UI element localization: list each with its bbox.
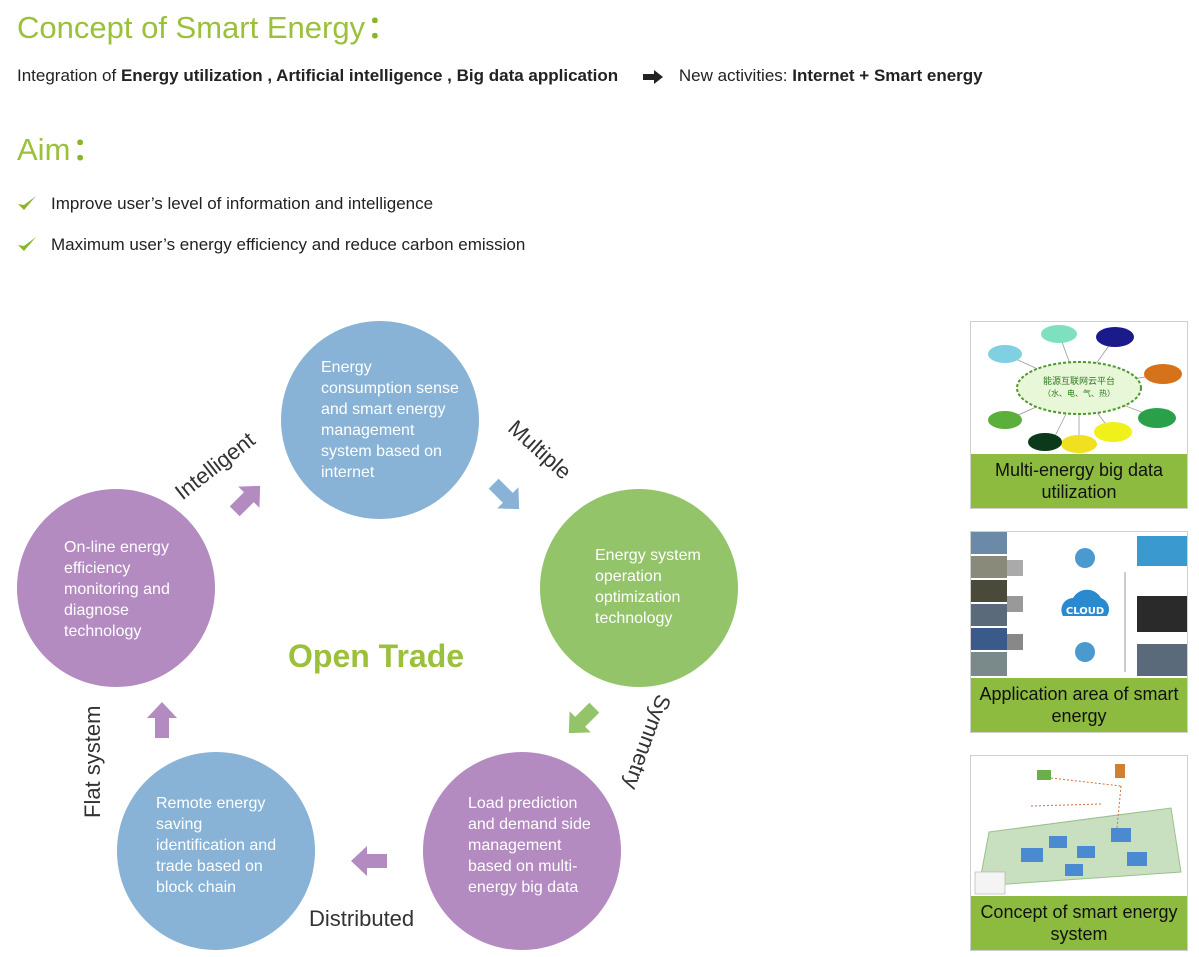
cycle-node-remote-energy-saving: Remote energy saving identification and … — [117, 752, 315, 950]
node-text: Load prediction and demand side manageme… — [468, 795, 591, 896]
right-arrow-icon — [642, 69, 663, 84]
application-area-image: CLOUD — [971, 532, 1187, 678]
edge-label-distributed: Distributed — [309, 906, 415, 931]
checkmark-icon — [18, 237, 36, 251]
aim-item: Maximum user’s energy efficiency and red… — [17, 235, 525, 255]
cycle-node-load-prediction: Load prediction and demand side manageme… — [423, 752, 621, 950]
cycle-node-energy-consumption: Energy consumption sense and smart energ… — [281, 321, 479, 519]
panel-caption: Multi-energy big data utilization — [971, 454, 1187, 508]
edge-label-intelligent: Intelligent — [170, 427, 260, 505]
aim-item-text: Improve user’s level of information and … — [51, 194, 434, 213]
integration-prefix: Integration of — [17, 66, 121, 85]
new-activities-value: Internet + Smart energy — [792, 66, 983, 85]
cloud-text: （水、电、气、热） — [1043, 388, 1115, 398]
center-label: Open Trade — [288, 638, 465, 674]
arrow-icon — [568, 702, 600, 734]
integration-line: Integration of Energy utilization , Arti… — [17, 66, 983, 86]
node-text: Energy system operation optimization tec… — [595, 547, 701, 627]
panel-caption: Concept of smart energy system — [971, 896, 1187, 950]
aim-title: Aim： — [17, 124, 103, 169]
new-activities-label: New activities: — [678, 66, 793, 85]
page-title: Concept of Smart Energy： — [17, 2, 398, 47]
integration-items: Energy utilization , Artificial intellig… — [120, 66, 619, 85]
panel-system-concept: Concept of smart energy system — [970, 755, 1188, 951]
arrow-icon — [488, 478, 520, 510]
cloud-label: CLOUD — [1066, 606, 1104, 617]
checkmark-icon — [18, 196, 36, 210]
cycle-node-operation-optimization: Energy system operation optimization tec… — [540, 489, 738, 687]
arrow-icon — [147, 702, 177, 738]
edge-label-flat-system: Flat system — [80, 705, 105, 818]
aim-item: Improve user’s level of information and … — [17, 194, 433, 214]
panel-big-data: 能源互联网云平台 （水、电、气、热） Multi-energy big data… — [970, 321, 1188, 509]
node-text: On-line energy efficiency monitoring and… — [64, 539, 170, 640]
smart-energy-system-image — [971, 756, 1187, 896]
edge-label-multiple: Multiple — [503, 415, 577, 485]
arrow-icon — [351, 846, 387, 876]
cloud-text: 能源互联网云平台 — [1043, 375, 1115, 387]
aim-title-text: Aim — [17, 132, 71, 167]
panel-caption: Application area of smart energy — [971, 678, 1187, 732]
cycle-node-online-monitoring: On-line energy efficiency monitoring and… — [17, 489, 215, 687]
edge-label-symmetry: Symmetry — [618, 691, 676, 794]
aim-colon: ： — [72, 132, 104, 167]
big-data-cloud-image: 能源互联网云平台 （水、电、气、热） — [971, 322, 1187, 454]
arrow-icon — [229, 485, 261, 517]
panel-application-area: CLOUD Application area of smart energy — [970, 531, 1188, 733]
aim-item-text: Maximum user’s energy efficiency and red… — [51, 235, 526, 254]
node-text: Remote energy saving identification and … — [156, 795, 277, 896]
node-text: Energy consumption sense and smart energ… — [321, 359, 459, 481]
title-colon: ： — [367, 10, 399, 45]
page-title-text: Concept of Smart Energy — [17, 10, 366, 45]
